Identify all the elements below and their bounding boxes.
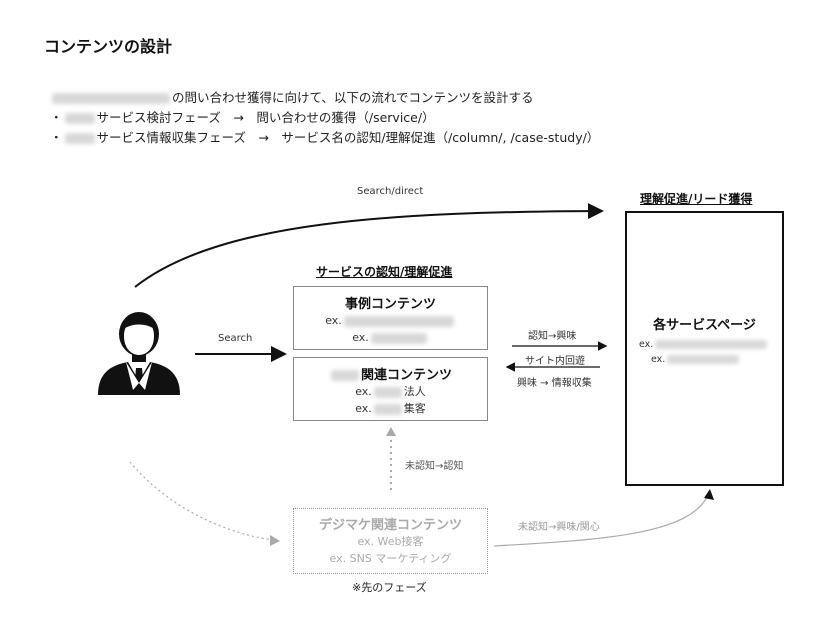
search-label: Search: [218, 333, 253, 344]
box-digimake-contents: デジマケ関連コンテンツ ex. Web接客 ex. SNS マーケティング: [293, 508, 488, 574]
arrow-to-service-label: 認知→興味: [528, 331, 577, 342]
arrow-internal-label: サイト内回遊: [525, 356, 585, 367]
box-service-ex2: ex.: [627, 352, 782, 367]
section-lead-heading: 理解促進/リード獲得: [640, 192, 753, 206]
top-arrow-label: Search/direct: [357, 186, 424, 197]
box-related-ex1: ex.法人: [355, 385, 426, 398]
redacted-text: [667, 355, 740, 364]
intro-line-2: ・サービス検討フェーズ → 問い合わせの獲得（/service/）: [50, 110, 435, 125]
redacted-text: [343, 315, 454, 327]
box-digimake-title: デジマケ関連コンテンツ: [318, 518, 462, 533]
dotted-up-arrowhead: [386, 427, 396, 436]
dotted-up-label: 未認知→認知: [405, 461, 464, 472]
redacted-text: [655, 340, 768, 349]
box-case-ex2: ex.: [294, 329, 487, 346]
box-service-page: 各サービスページ ex. ex.: [625, 211, 784, 486]
box-case-ex1: ex.: [294, 312, 487, 329]
future-phase-note: ※先のフェーズ: [352, 581, 427, 594]
redacted-brand: [64, 113, 95, 124]
box-service-ex1: ex.: [627, 337, 782, 352]
businessman-icon: [98, 312, 180, 395]
box-related-contents: 関連コンテンツ ex.法人 ex.集客: [293, 357, 488, 421]
box-digimake-ex2: ex. SNS マーケティング: [329, 552, 452, 565]
redacted-brand: [330, 370, 359, 381]
box-related-title: 関連コンテンツ: [294, 364, 487, 383]
redacted-brand: [52, 93, 170, 104]
redacted-text: [373, 403, 402, 415]
curve-label: 未認知→興味/関心: [518, 522, 600, 533]
box-case-contents: 事例コンテンツ ex. ex.: [293, 286, 488, 350]
intro-text: の問い合わせ獲得に向けて、以下の流れでコンテンツを設計する ・サービス検討フェー…: [50, 88, 599, 148]
redacted-text: [370, 332, 427, 344]
box-service-title: 各サービスページ: [653, 318, 756, 333]
arrow-back-label: 興味 → 情報収集: [517, 378, 592, 389]
top-curve-arrow: [134, 203, 604, 288]
page-title: コンテンツの設計: [44, 37, 173, 56]
gray-curve-arrowhead: [704, 489, 714, 500]
gray-curve-arrow: [493, 494, 709, 547]
intro-line-3: ・サービス情報収集フェーズ → サービス名の認知/理解促進（/column/, …: [50, 130, 600, 145]
dotted-left-curve: [129, 461, 276, 541]
redacted-brand: [64, 133, 95, 144]
intro-line-1: の問い合わせ獲得に向けて、以下の流れでコンテンツを設計する: [50, 88, 599, 108]
box-digimake-ex1: ex. Web接客: [357, 535, 424, 548]
dotted-left-arrowhead: [270, 535, 280, 546]
box-related-ex2: ex.集客: [355, 402, 426, 415]
redacted-text: [373, 386, 402, 398]
box-case-title: 事例コンテンツ: [344, 297, 436, 312]
section-awareness-heading: サービスの認知/理解促進: [316, 265, 453, 279]
